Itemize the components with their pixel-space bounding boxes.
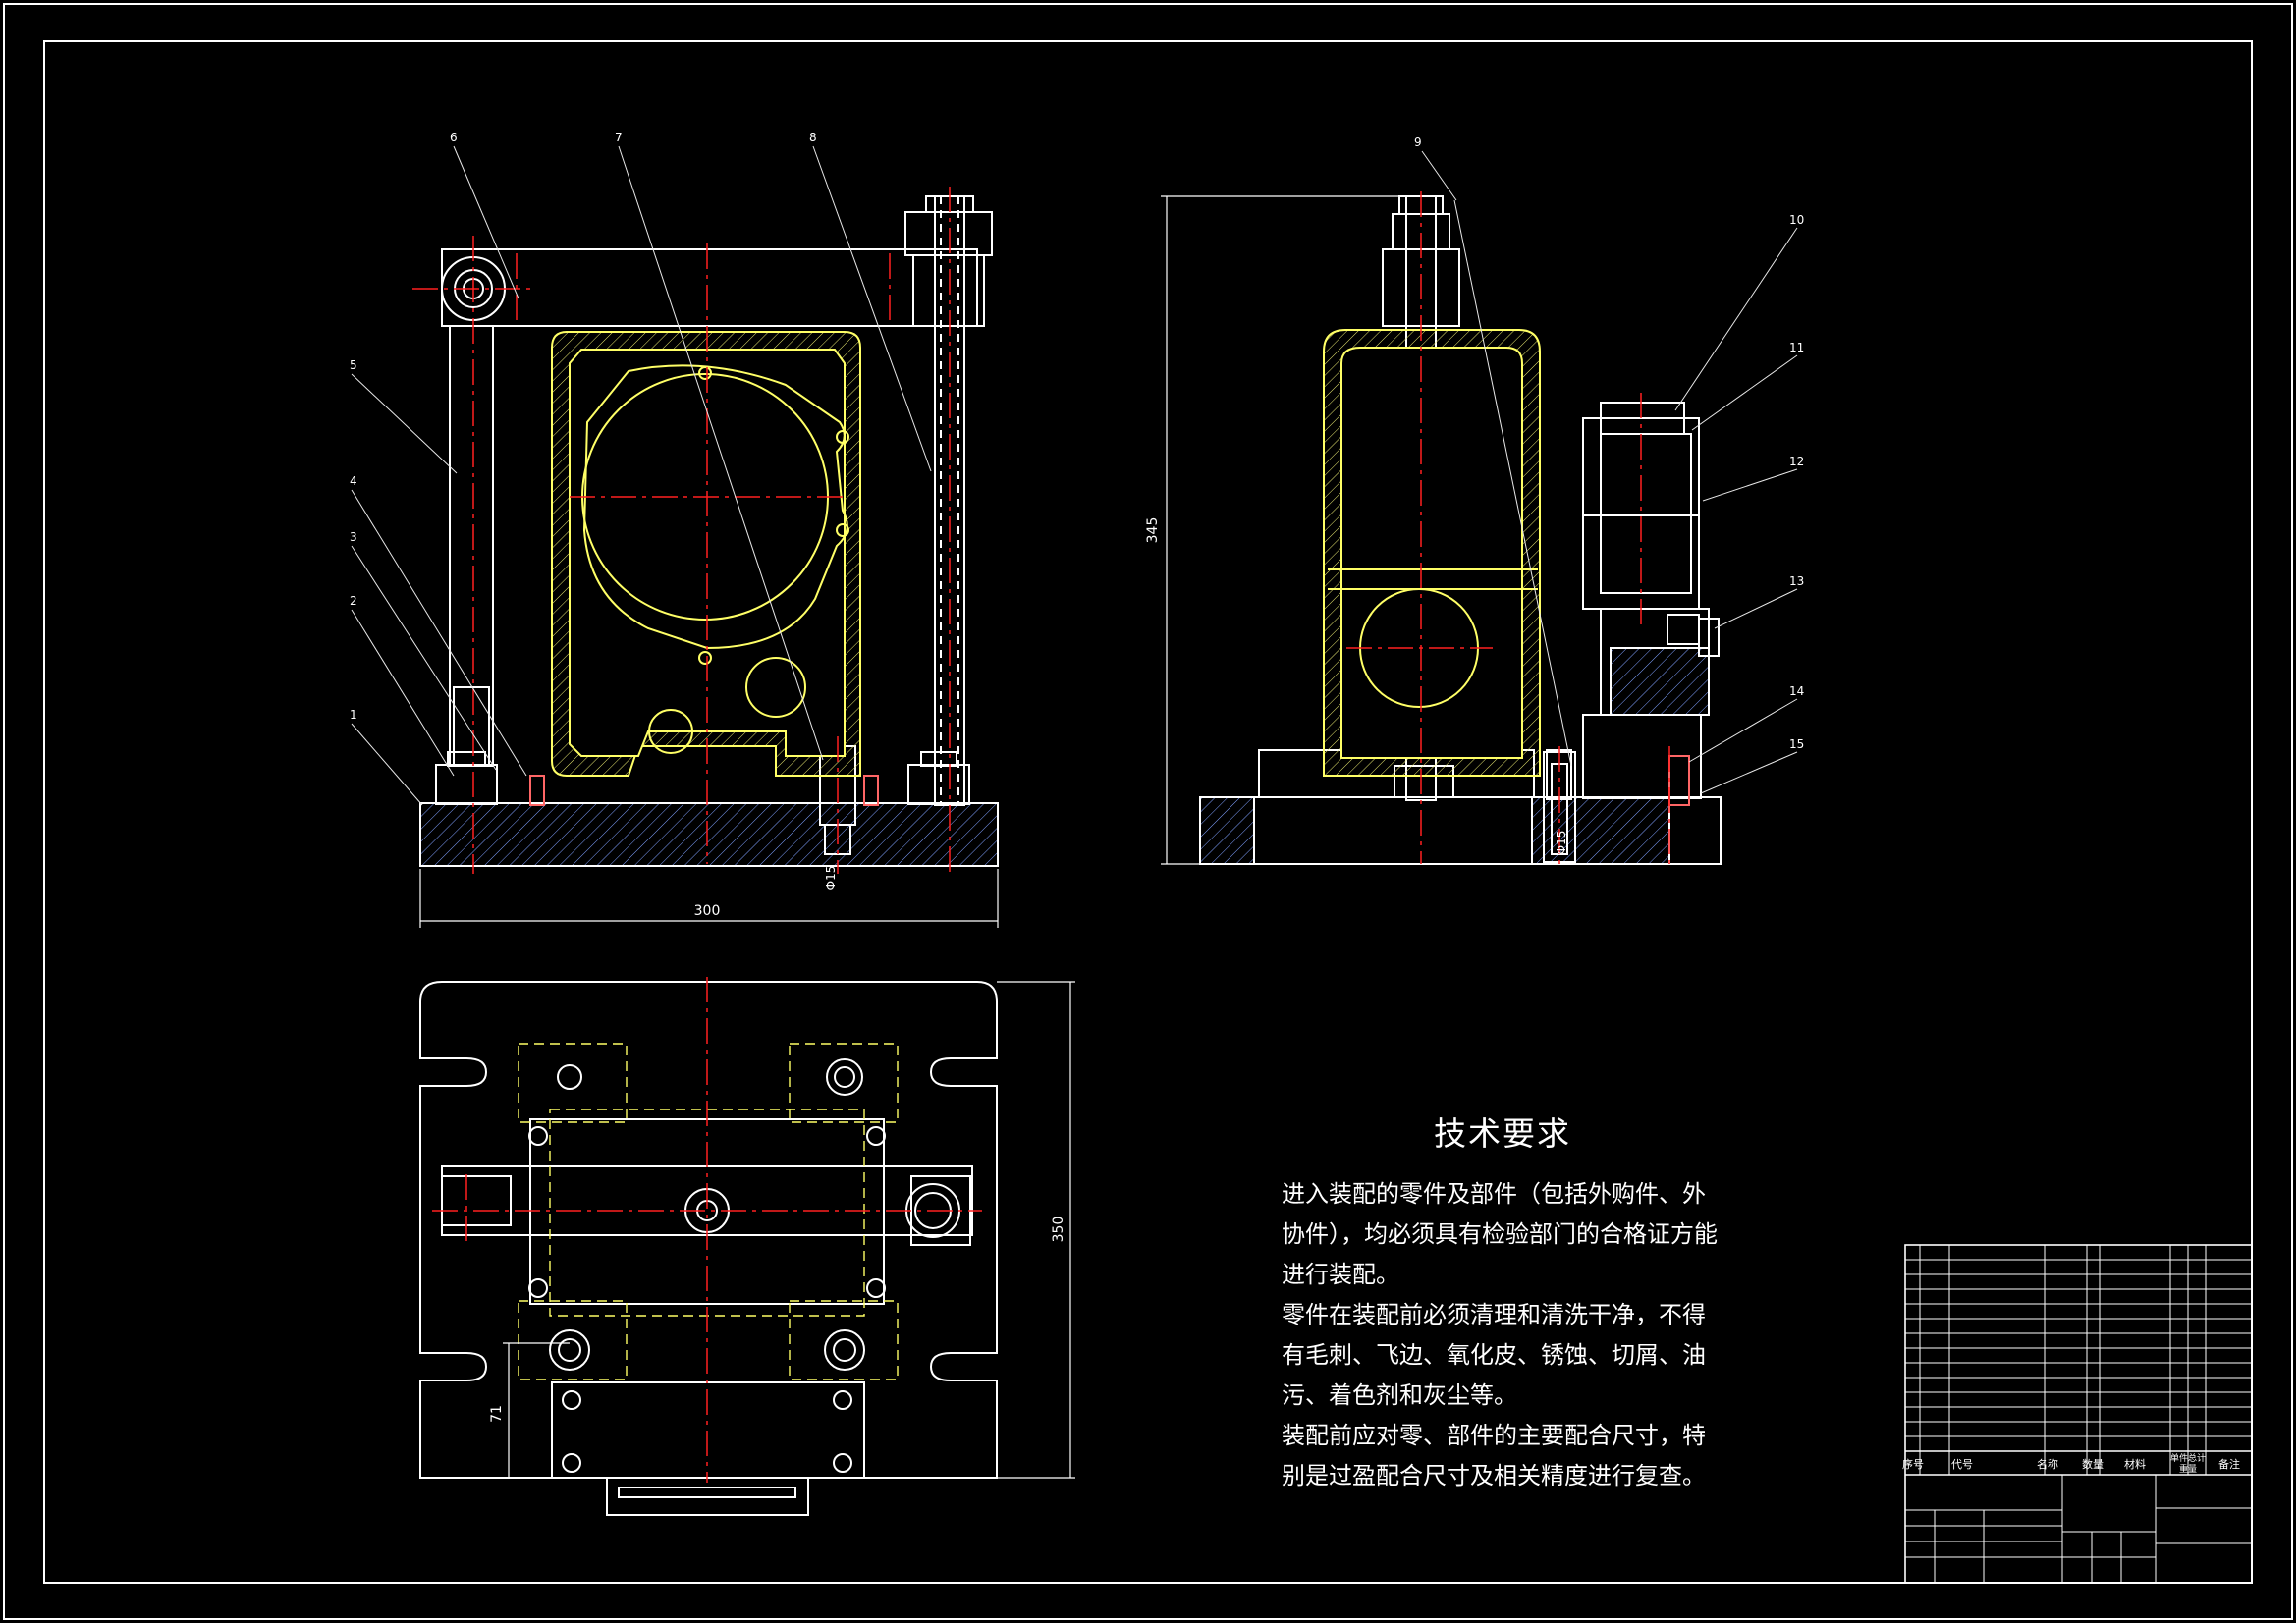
side-centerlines [1346, 191, 1670, 869]
side-dim-345 [1161, 195, 1404, 865]
balloon-13: 13 [1789, 574, 1804, 588]
balloon-10: 10 [1789, 213, 1804, 227]
bom-header-no: 序号 [1902, 1457, 1924, 1471]
dim-side-height: 345 [1145, 517, 1161, 544]
balloon-9: 9 [1414, 135, 1422, 149]
bom-header-total: 总计 [2188, 1452, 2206, 1464]
plan-centerlines [432, 977, 982, 1483]
bom-header-qty: 数量 [2082, 1458, 2104, 1471]
bom-table [1904, 1244, 2253, 1584]
tech-requirement-2: 零件在装配前必须清理和清洗干净，不得有毛刺、飞边、氧化皮、锈蚀、切屑、油污、着色… [1282, 1301, 1706, 1409]
balloon-11: 11 [1789, 341, 1804, 354]
tech-requirements-title: 技术要求 [1434, 1114, 1571, 1153]
balloon-14: 14 [1789, 684, 1804, 698]
dim-pin-dia-front: Φ15 [824, 866, 838, 891]
balloon-3: 3 [350, 530, 357, 544]
balloon-5: 5 [350, 358, 357, 372]
dim-pin-dia-side: Φ15 [1555, 831, 1568, 855]
front-leaders [351, 145, 932, 806]
dim-plan-height: 350 [1051, 1217, 1066, 1243]
inner-frame [43, 40, 2253, 1584]
bom-header-name: 名称 [2037, 1457, 2058, 1471]
plan-view [419, 981, 998, 1516]
balloon-1: 1 [350, 708, 357, 722]
balloon-8: 8 [809, 131, 817, 144]
balloon-4: 4 [350, 474, 357, 488]
bom-header-unit: 单件 [2170, 1452, 2188, 1464]
side-workpiece [1323, 329, 1541, 777]
balloon-15: 15 [1789, 737, 1804, 751]
side-leaders [1421, 150, 1798, 794]
front-view [419, 195, 999, 867]
balloon-6: 6 [450, 131, 458, 144]
balloon-7: 7 [615, 131, 623, 144]
tech-requirement-1: 进入装配的零件及部件（包括外购件、外协件），均必须具有检验部门的合格证方能进行装… [1282, 1180, 1718, 1288]
balloon-12: 12 [1789, 455, 1804, 468]
balloon-2: 2 [350, 594, 357, 608]
tech-requirement-3: 装配前应对零、部件的主要配合尺寸，特别是过盈配合尺寸及相关精度进行复查。 [1282, 1422, 1706, 1489]
front-dim-300 [419, 869, 999, 928]
dim-front-width: 300 [694, 903, 721, 919]
bom-header-remark: 备注 [2218, 1457, 2240, 1471]
plan-dims [503, 981, 1075, 1479]
bom-headers: 序号 代号 名称 数量 材料 单件 总计 重量 备注 [1902, 1452, 2240, 1475]
tech-requirements: 技术要求 进入装配的零件及部件（包括外购件、外协件），均必须具有检验部门的合格证… [1282, 1108, 1723, 1496]
front-workpiece [551, 331, 861, 777]
bom-header-code: 代号 [1951, 1458, 1973, 1471]
bom-header-material: 材料 [2124, 1457, 2146, 1471]
dim-plan-offset: 71 [489, 1405, 505, 1423]
outer-border [3, 3, 2293, 1620]
bom-header-weight: 重量 [2179, 1463, 2197, 1475]
front-centerlines [412, 187, 951, 874]
